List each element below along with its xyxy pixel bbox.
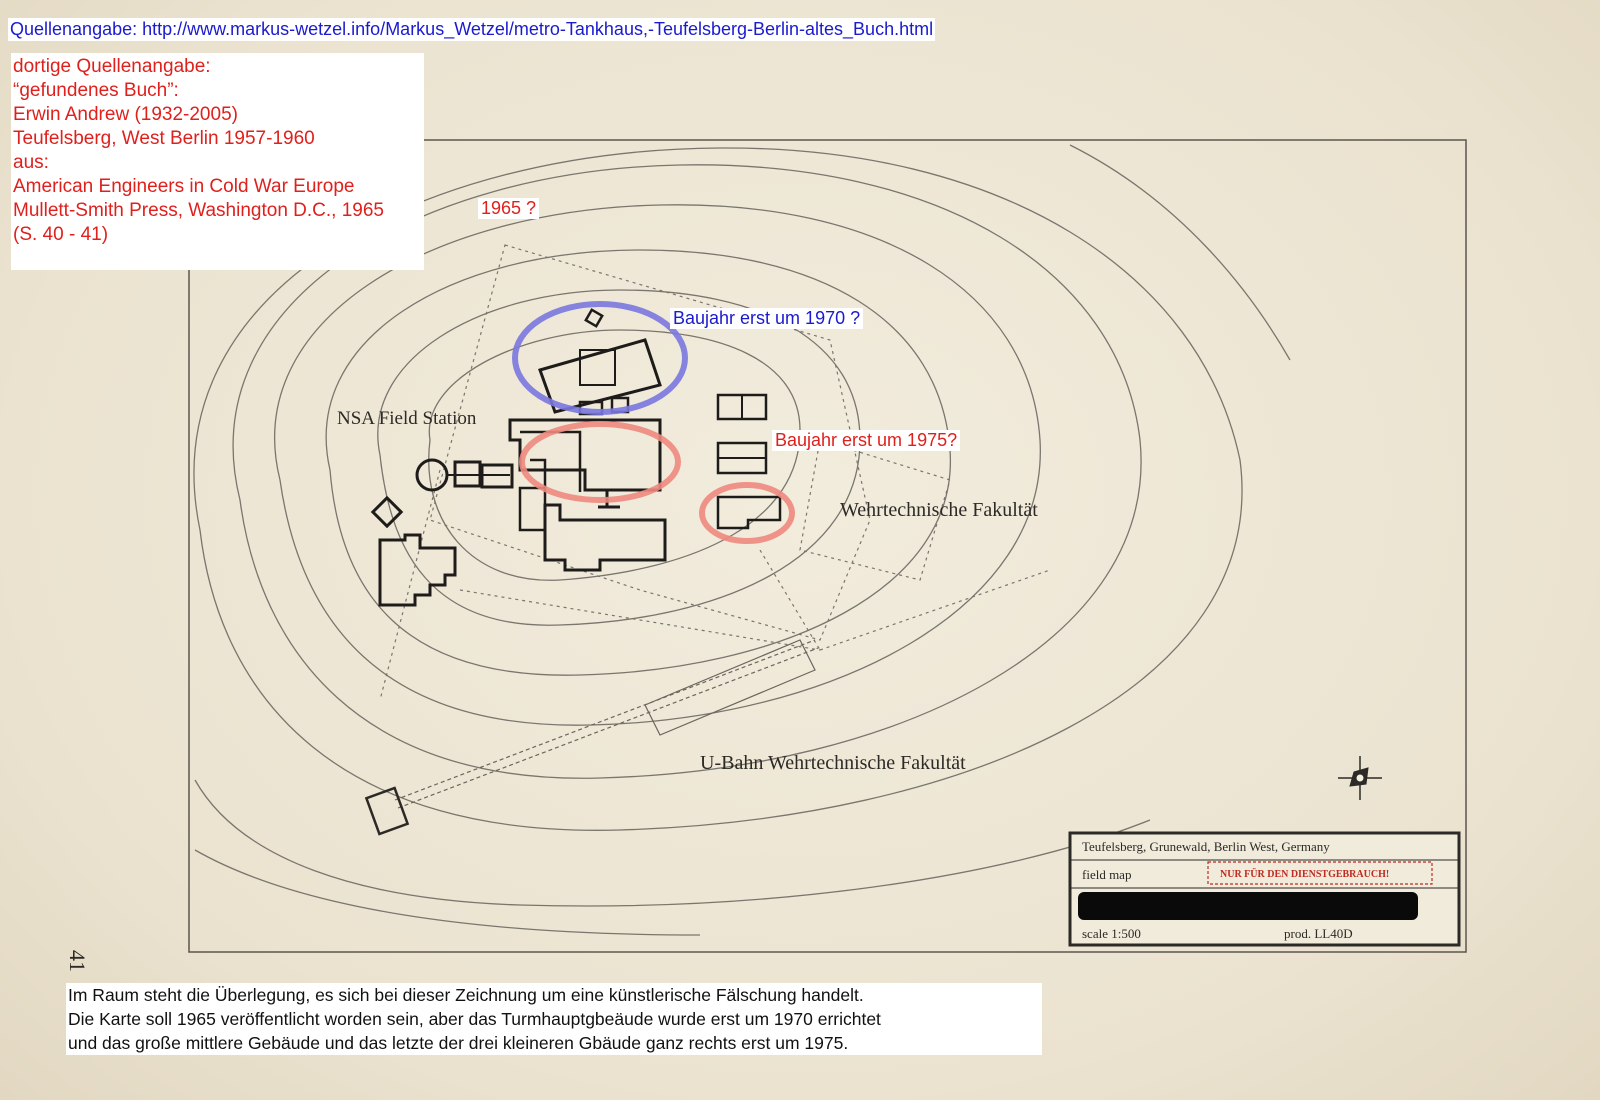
dotted-boundaries [379,244,1051,701]
label-wehrtechnische-fakultaet: Wehrtechnische Fakultät [840,499,1038,521]
bottom-note-line: Im Raum steht die Überlegung, es sich be… [68,985,864,1005]
citation-line: aus: [13,152,49,173]
citation-box: dortige Quellenangabe: “gefundenes Buch”… [11,53,424,270]
small-building-3 [716,495,782,530]
citation-line: American Engineers in Cold War Europe [13,176,355,197]
contour-lines [193,144,1291,936]
tower-note: Baujahr erst um 1970 ? [670,308,864,329]
buildings [370,308,782,607]
citation-line: (S. 40 - 41) [13,224,109,245]
building-note: Baujahr erst um 1975? [772,430,961,451]
citation-line: Mullett-Smith Press, Washington D.C., 19… [13,200,384,221]
highlight-small-building-ellipse [699,482,795,544]
bottom-note-line: Die Karte soll 1965 veröffentlicht worde… [68,1009,881,1029]
title-block-prod: prod. LL40D [1284,926,1353,941]
title-block-stamp: NUR FÜR DEN DIENSTGEBRAUCH! [1220,867,1389,880]
year-note: 1965 ? [478,198,540,219]
label-nsa-field-station: NSA Field Station [337,408,477,429]
redaction-bar [1078,892,1418,920]
map-frame [188,139,1467,953]
ubahn-track [364,639,819,836]
title-block-scale: scale 1:500 [1082,926,1141,941]
bottom-note-line: und das große mittlere Gebäude und das l… [68,1033,849,1053]
title-block: Teufelsberg, Grunewald, Berlin West, Ger… [1068,831,1461,947]
highlight-tower-ellipse [512,301,688,415]
central-building [508,418,662,492]
source-line: Quellenangabe: http://www.markus-wetzel.… [8,18,936,41]
compass-rose-icon [1338,756,1382,800]
bottom-note: Im Raum steht die Überlegung, es sich be… [66,983,1042,1055]
citation-line: “gefundenes Buch”: [13,80,179,101]
title-block-type: field map [1082,867,1131,882]
label-ubahn: U-Bahn Wehrtechnische Fakultät [700,752,966,774]
citation-line: Teufelsberg, West Berlin 1957-1960 [13,128,315,149]
citation-line: dortige Quellenangabe: [13,56,211,77]
highlight-central-ellipse [519,421,681,503]
title-block-location: Teufelsberg, Grunewald, Berlin West, Ger… [1082,839,1330,854]
citation-line: Erwin Andrew (1932-2005) [13,104,238,125]
page-number: 41 [65,950,90,972]
ubahn-station-box [364,786,410,836]
